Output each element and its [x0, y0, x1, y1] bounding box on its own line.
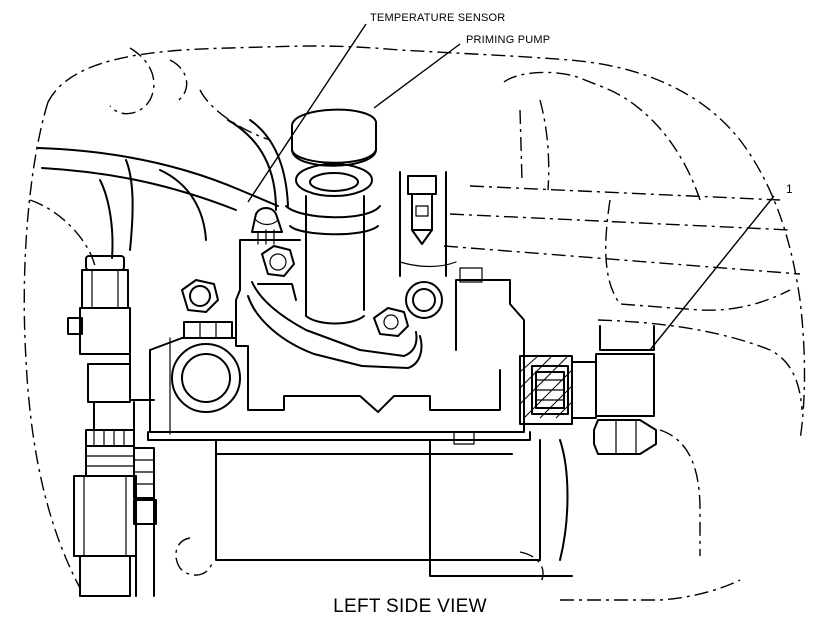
bracket-band [247, 281, 423, 369]
right-bracket-fitting [399, 171, 483, 283]
lower-left-fittings [73, 351, 157, 597]
leader-lines [247, 23, 775, 351]
view-title: LEFT SIDE VIEW [333, 596, 487, 617]
left-sensor-connector [67, 255, 131, 355]
temperature-sensor-label: TEMPERATURE SENSOR [370, 12, 506, 24]
hex-bolts [171, 245, 443, 413]
priming-pump-label: PRIMING PUMP [466, 34, 551, 46]
fuel-line-upper [37, 119, 289, 259]
callout-number-1: 1 [786, 182, 793, 196]
pump-housing [147, 239, 573, 577]
temperature-sensor [251, 207, 283, 245]
outlet-fitting [519, 325, 657, 455]
phantom-engine-outline [23, 45, 806, 601]
priming-pump [285, 108, 381, 325]
